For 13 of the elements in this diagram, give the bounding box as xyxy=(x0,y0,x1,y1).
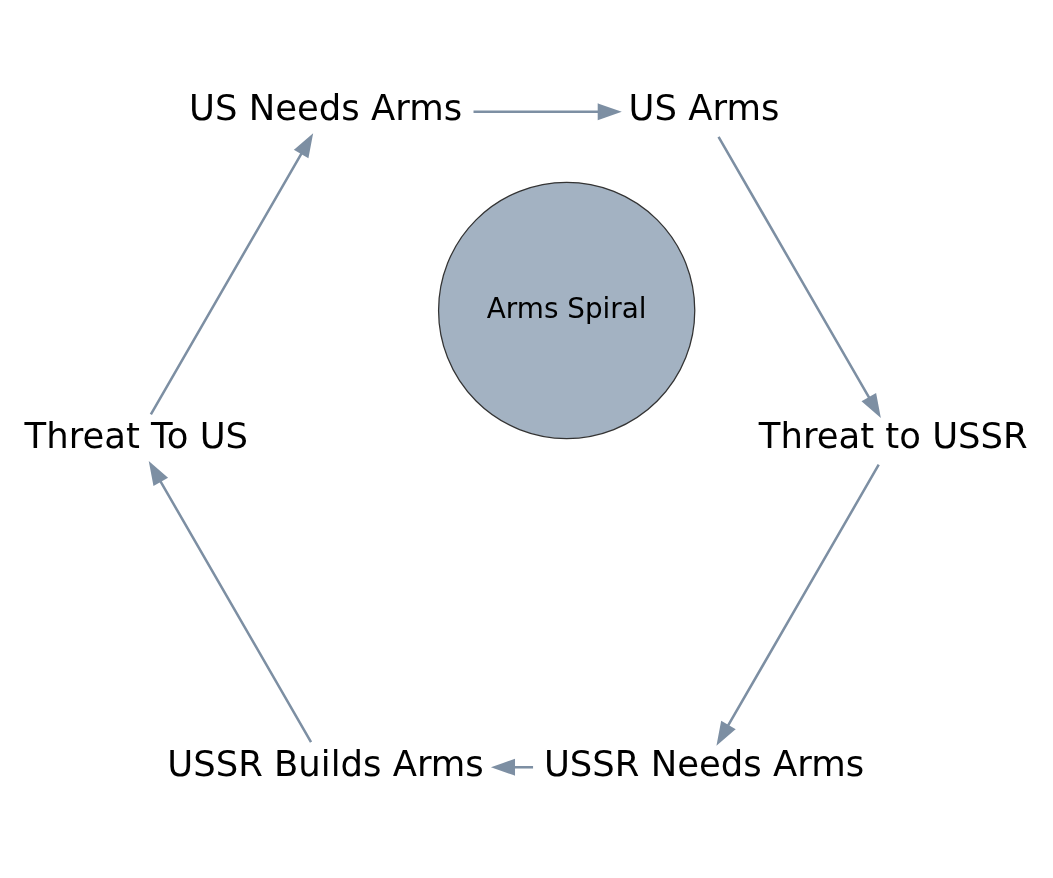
node-text: US Needs Arms xyxy=(189,86,463,128)
node-text: USSR Builds Arms xyxy=(167,742,484,784)
node-text: US Arms xyxy=(628,86,780,128)
arrow xyxy=(716,463,880,746)
node-text: USSR Needs Arms xyxy=(543,742,865,784)
arrow xyxy=(717,135,881,418)
arrow xyxy=(148,460,313,743)
node-circle: Arms Spiral xyxy=(437,181,696,439)
arrow xyxy=(490,758,534,776)
node-text: Threat to USSR xyxy=(758,414,1028,456)
arrow xyxy=(149,132,314,415)
node-text: Threat To US xyxy=(24,414,249,456)
arrow xyxy=(473,102,622,120)
